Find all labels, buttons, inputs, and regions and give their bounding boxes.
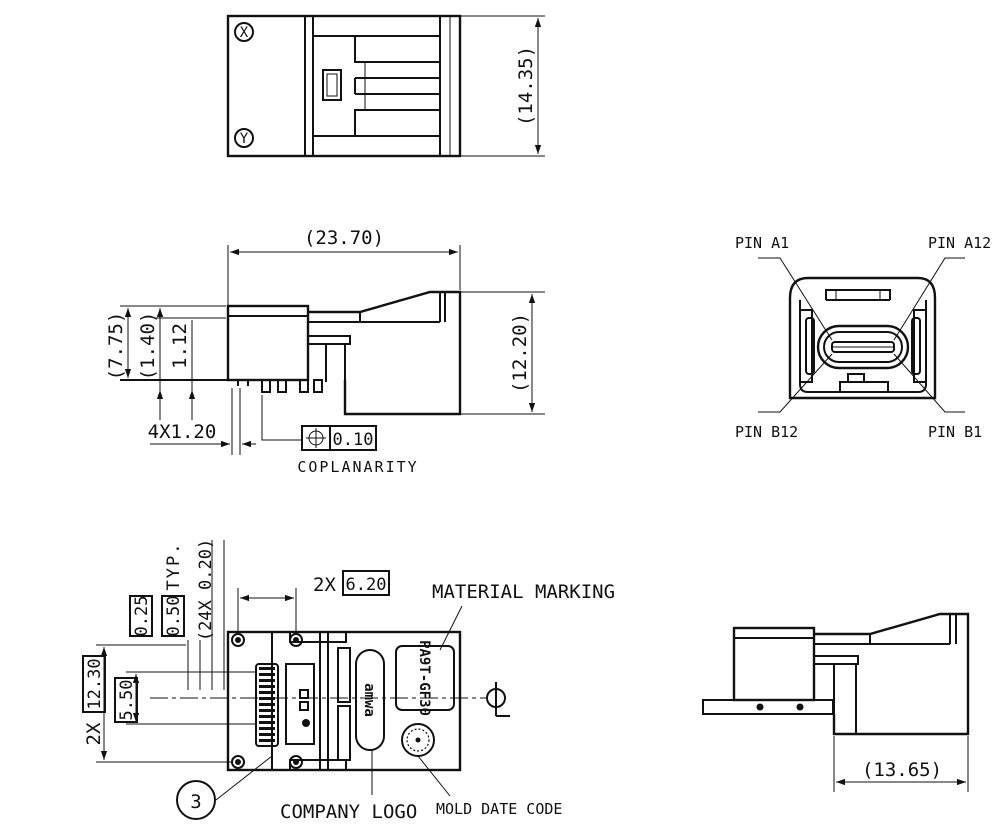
centerline-symbol [486,682,510,717]
side-view: (23.70) (7.75) (1.40) 1.12 [105,227,545,476]
coplanarity-label: COPLANARITY [297,458,418,476]
dim-pin-width: (24X 0.20) [196,539,216,641]
dim-pin-offset: 0.25 [132,596,152,637]
tolerance-value: 0.10 [333,430,374,450]
dim-pitch: 4X1.20 [148,421,217,443]
bottom-view: amwa PA9T-GF30 MATERIAL MARKING COMPANY … [82,539,615,823]
pin-a12-label: PIN A12 [928,234,991,252]
dim-top-height: (14.35) [515,46,537,126]
dim-140: (1.40) [137,312,159,381]
dim-peg-spacing: 6.20 [346,575,387,595]
dim-pin-pitch: 0.50 [164,596,184,637]
dim-center-offset: 5.50 [117,680,137,721]
company-logo-label: COMPANY LOGO [280,801,417,823]
dim-body-height: (12.20) [509,313,531,393]
dim-side-length: (23.70) [304,227,384,249]
contact-pins [259,667,275,742]
material-marking-label: MATERIAL MARKING [432,581,615,603]
dim-typ: TYP. [164,542,184,591]
callout-3: 3 [190,791,201,813]
logo-mark: amwa [361,683,377,717]
mold-date-code-label: MOLD DATE CODE [436,800,562,818]
top-view: X Y (14.35) [226,14,545,158]
pin-a1-label: PIN A1 [735,234,789,252]
material-mark: PA9T-GF30 [416,640,432,716]
mark-y-label: Y [240,131,249,147]
pin-b1-label: PIN B1 [928,423,982,441]
rear-side-view: (13.65) [702,612,970,792]
dim-peg-vertical: 12.30 [85,658,105,709]
dim-112: 1.12 [169,323,191,369]
dim-twox-a: 2X [313,574,336,596]
dim-twox-b: 2X [83,722,105,745]
dim-depth: (13.65) [862,759,942,781]
front-view: PIN A1 PIN A12 PIN B12 PIN B1 [735,234,991,441]
dim-overall-height: (7.75) [105,312,127,381]
mark-x-label: X [240,25,249,41]
pin-b12-label: PIN B12 [735,423,798,441]
